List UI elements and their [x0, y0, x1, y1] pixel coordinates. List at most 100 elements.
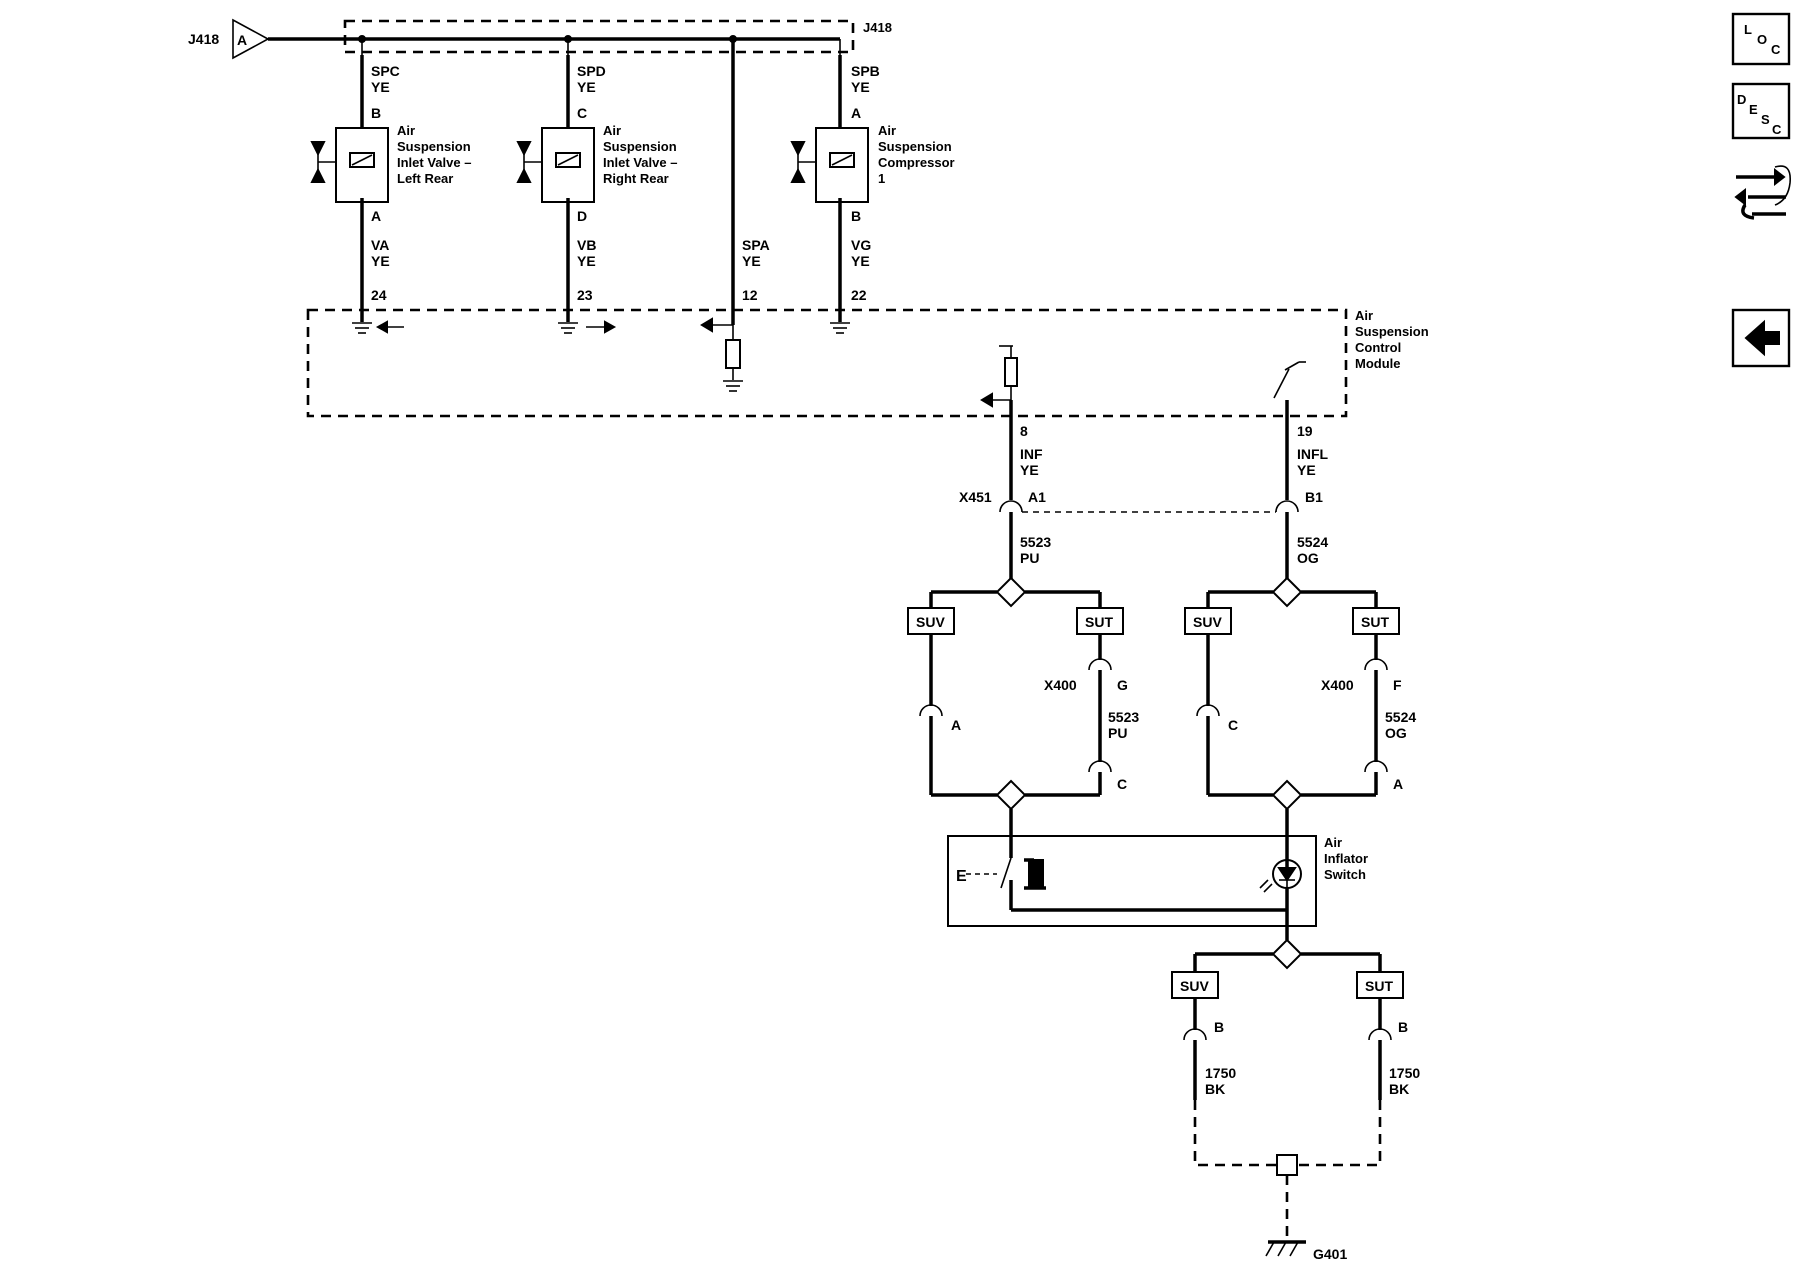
- wire-number: 1750: [1205, 1065, 1236, 1081]
- location-icon-part: C: [1771, 42, 1781, 57]
- circuit-color: YE: [577, 79, 596, 95]
- circuit-name: SPA: [742, 237, 770, 253]
- j418-pin-label: A: [237, 32, 247, 48]
- ground-splice: [1276, 1154, 1298, 1176]
- component-label: Suspension: [603, 139, 677, 154]
- pin-label: A: [371, 208, 381, 224]
- connector-female-icon: [999, 500, 1023, 513]
- j418-splice-label: J418: [863, 20, 892, 35]
- component-label: Air: [878, 123, 896, 138]
- ground-icon: [830, 322, 850, 334]
- description-icon-part: S: [1761, 112, 1770, 127]
- location-button[interactable]: L O C: [1731, 12, 1791, 66]
- x400-label: X400: [1321, 677, 1354, 693]
- ground-icon: [352, 322, 372, 334]
- pin-number: 19: [1297, 423, 1313, 439]
- back-arrow-icon: [1744, 319, 1780, 357]
- component-label: Left Rear: [397, 171, 453, 186]
- connector-female-icon: [1364, 658, 1388, 671]
- compressor-circuit: SPB YE A Air Suspension Compressor 1 B V…: [790, 55, 955, 334]
- control-module-label: Air Suspension Control Module: [1355, 308, 1429, 371]
- connector-female-icon: [919, 704, 943, 717]
- circuit-color: YE: [1020, 462, 1039, 478]
- option-diamond-icon: [1271, 938, 1303, 970]
- x400-label: X400: [1044, 677, 1077, 693]
- pin-number: 12: [742, 287, 758, 303]
- wire-color: BK: [1205, 1081, 1225, 1097]
- right-rear-inlet-valve-circuit: SPD YE C Air Suspension Inlet Valve – Ri…: [516, 55, 677, 334]
- option-label: SUT: [1361, 614, 1389, 630]
- circuit-color: YE: [371, 253, 390, 269]
- pin-label: B: [1398, 1019, 1408, 1035]
- infl-option-branch: SUV SUT C X400 F 5524 OG A: [1184, 576, 1416, 868]
- circuit-color: YE: [851, 79, 870, 95]
- air-inflator-switch: [947, 835, 1317, 927]
- right-rear-inlet-valve: [541, 127, 595, 203]
- component-label: Switch: [1324, 867, 1366, 882]
- component-label: Control: [1355, 340, 1401, 355]
- connector-tools-icon: [1734, 165, 1792, 220]
- component-label: Suspension: [397, 139, 471, 154]
- splice-dot: [358, 35, 366, 43]
- wire-number: 5524: [1297, 534, 1328, 550]
- pin-label: G: [1117, 677, 1128, 693]
- pin-label: B1: [1305, 489, 1323, 505]
- spa-circuit: SPA YE 12: [700, 39, 770, 392]
- circuit-name: VB: [577, 237, 596, 253]
- component-label: Module: [1355, 356, 1401, 371]
- circuit-color: YE: [371, 79, 390, 95]
- option-label: SUV: [916, 614, 945, 630]
- option-diamond-icon: [1271, 576, 1303, 608]
- j418-label: J418: [188, 31, 219, 47]
- pin-label: A: [1393, 776, 1403, 792]
- circuit-color: YE: [1297, 462, 1316, 478]
- pin-label: A1: [1028, 489, 1046, 505]
- pin-label: C: [577, 105, 587, 121]
- pin-label: C: [1117, 776, 1127, 792]
- circuit-name: SPC: [371, 63, 400, 79]
- connector-female-icon: [1088, 658, 1112, 671]
- connector-female-icon: [1088, 760, 1112, 773]
- wire-color: BK: [1389, 1081, 1409, 1097]
- wire-number: 5524: [1385, 709, 1416, 725]
- component-label: Right Rear: [603, 171, 669, 186]
- circuit-color: YE: [577, 253, 596, 269]
- pin-number: 23: [577, 287, 593, 303]
- option-diamond-icon: [995, 779, 1027, 811]
- component-label: Air: [397, 123, 415, 138]
- description-button[interactable]: D E S C: [1731, 82, 1791, 140]
- component-label: Air: [603, 123, 621, 138]
- ground-icon: [723, 380, 743, 392]
- ground-option-branch: SUV SUT B 1750 BK B 1750 BK: [1171, 938, 1420, 1240]
- pushbutton-icon: [1028, 859, 1044, 889]
- pin-label: C: [1228, 717, 1238, 733]
- connector-female-icon: [1196, 704, 1220, 717]
- option-label: SUV: [1193, 614, 1222, 630]
- left-rear-inlet-valve: [335, 127, 389, 203]
- pin-number: 8: [1020, 423, 1028, 439]
- wire-color: OG: [1297, 550, 1319, 566]
- circuit-name: INFL: [1297, 446, 1329, 462]
- pin-label: F: [1393, 677, 1402, 693]
- air-inflator-switch-label: Air Inflator Switch: [1324, 835, 1368, 882]
- g401-ground: G401: [1265, 1240, 1347, 1262]
- pin-label: B: [851, 208, 861, 224]
- option-label: SUT: [1365, 978, 1393, 994]
- component-label: Suspension: [1355, 324, 1429, 339]
- location-icon-part: O: [1757, 32, 1767, 47]
- description-icon-part: E: [1749, 102, 1758, 117]
- wire-number: 5523: [1020, 534, 1051, 550]
- connector-female-icon: [1368, 1028, 1392, 1041]
- pin-label: B: [1214, 1019, 1224, 1035]
- component-label: Air: [1355, 308, 1373, 323]
- component-label: Inlet Valve –: [397, 155, 471, 170]
- connector-female-icon: [1275, 500, 1299, 513]
- arrow-left-icon: [375, 320, 388, 334]
- description-icon: D: [1737, 92, 1746, 107]
- infl-internal-switch: [1273, 361, 1306, 399]
- left-rear-inlet-valve-circuit: SPC YE B Air Suspension Inlet Valve – Le…: [310, 55, 471, 334]
- wire-color: PU: [1108, 725, 1127, 741]
- back-button[interactable]: [1731, 308, 1791, 368]
- connector-tools-button[interactable]: [1734, 165, 1792, 220]
